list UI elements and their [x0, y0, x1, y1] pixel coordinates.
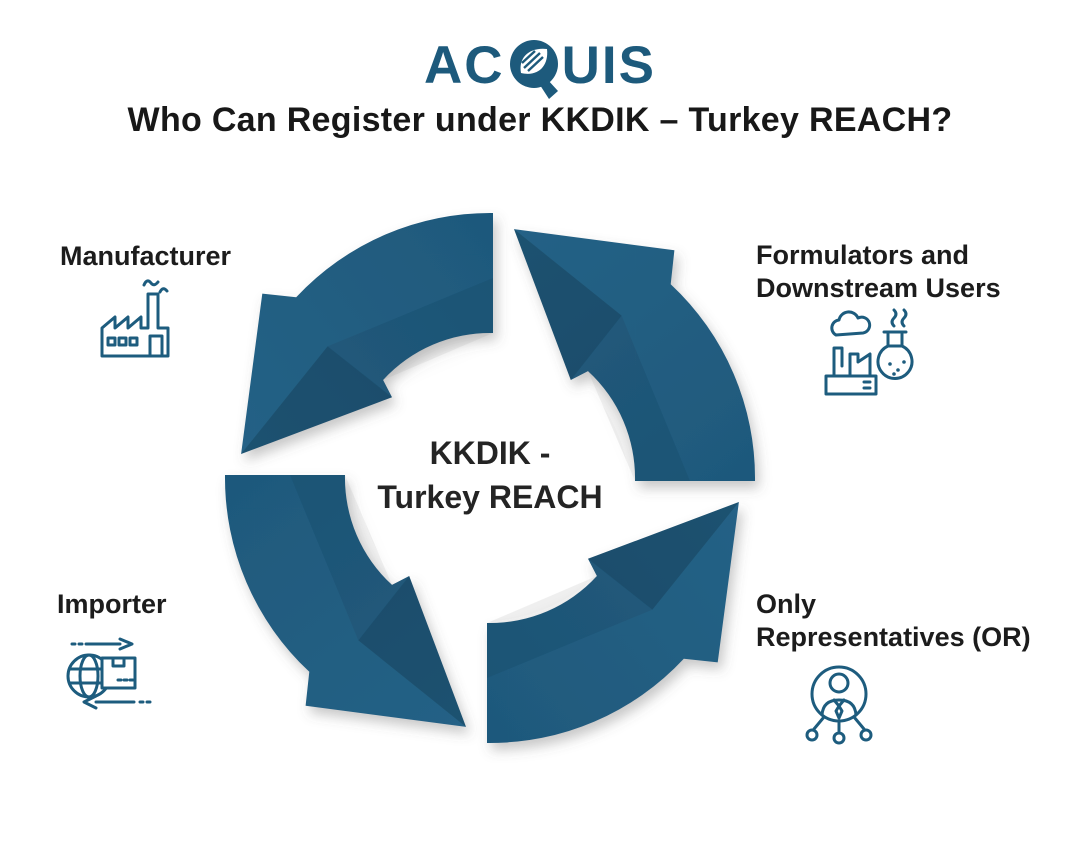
center-label-line2: Turkey REACH	[377, 479, 603, 515]
center-label: KKDIK - Turkey REACH	[0, 431, 980, 519]
label-formulators: Formulators and Downstream Users	[756, 239, 1001, 305]
cycle-arrow-top-right	[514, 229, 756, 481]
label-only-representatives-line1: Only	[756, 589, 817, 619]
factory-icon	[100, 279, 170, 358]
label-manufacturer: Manufacturer	[60, 240, 231, 273]
acquis-logo: AC UIS	[0, 34, 1080, 99]
label-manufacturer-line1: Manufacturer	[60, 241, 232, 271]
globe-import-export-icon	[66, 637, 152, 710]
label-only-representatives-line2: Representatives (OR)	[756, 622, 1031, 652]
label-importer-line1: Importer	[57, 589, 167, 619]
page-title: Who Can Register under KKDIK – Turkey RE…	[127, 101, 953, 139]
logo-q-leaf-icon	[509, 39, 558, 99]
label-formulators-line2: Downstream Users	[756, 273, 1001, 303]
label-formulators-line1: Formulators and	[756, 240, 970, 270]
logo-text-suffix: UIS	[561, 36, 656, 95]
label-only-representatives: Only Representatives (OR)	[756, 588, 1031, 654]
center-label-line1: KKDIK -	[429, 435, 551, 471]
cycle-arrow-bottom-right	[487, 502, 739, 744]
logo-text-prefix: AC	[424, 36, 505, 95]
representative-network-icon	[805, 665, 873, 745]
cycle-arrows-diagram	[224, 212, 756, 744]
cycle-arrow-top-left	[241, 212, 493, 454]
cycle-arrow-bottom-left	[224, 475, 466, 727]
label-importer: Importer	[57, 588, 167, 621]
chemical-plant-flask-icon	[824, 308, 914, 396]
